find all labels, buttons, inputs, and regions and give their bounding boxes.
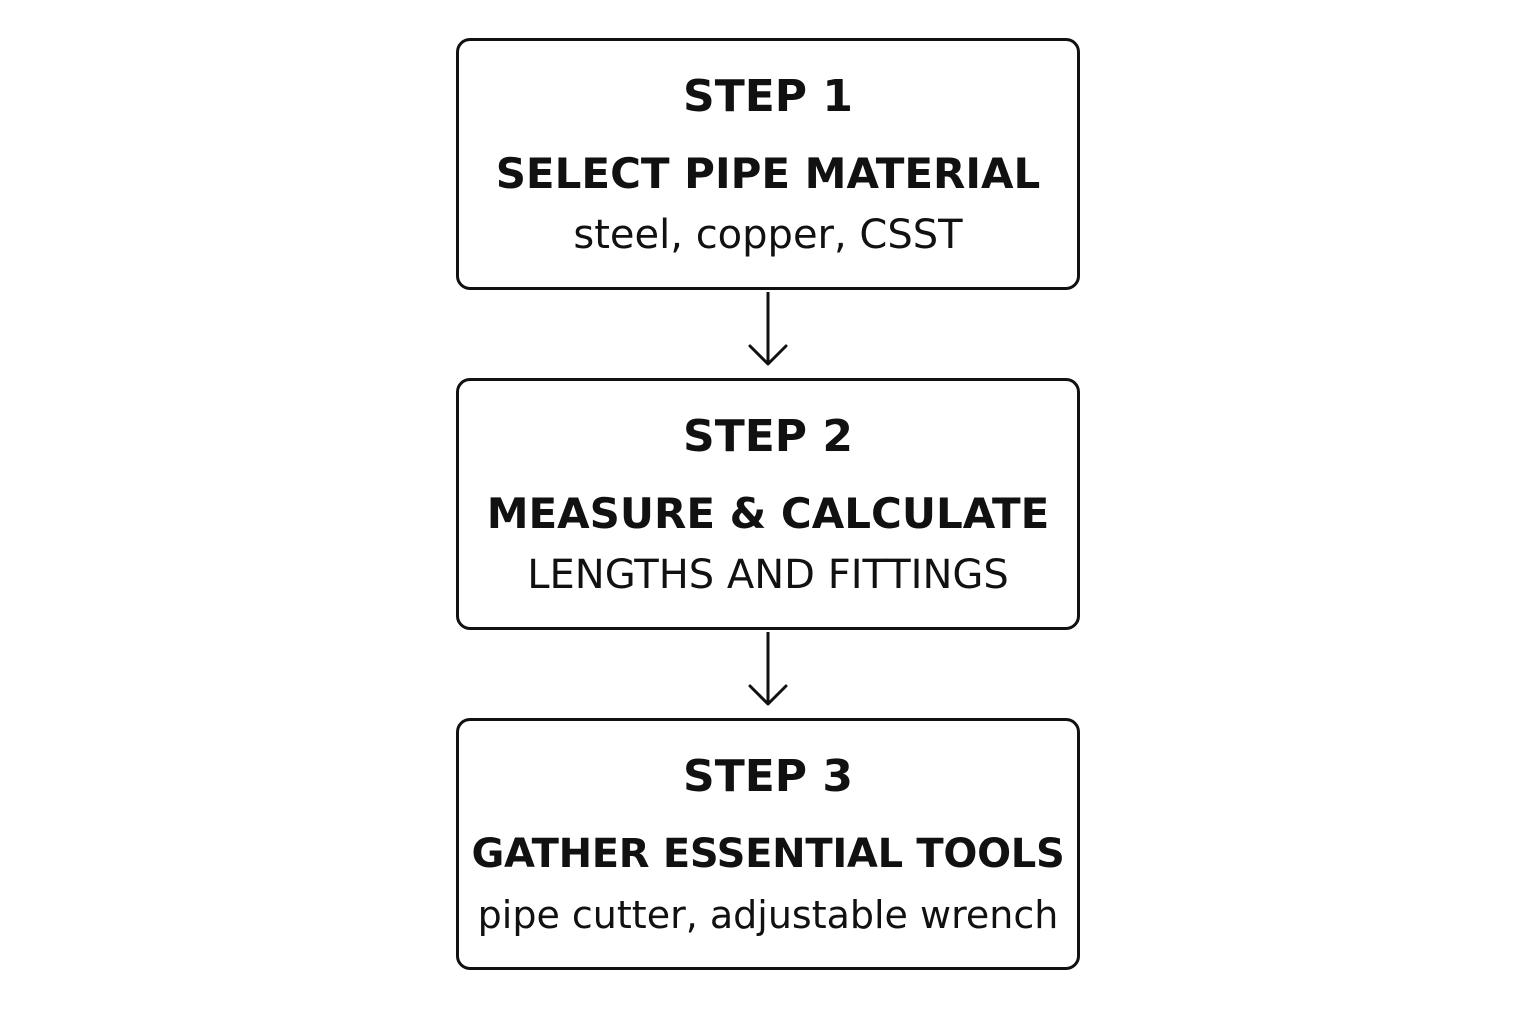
step-3-label: STEP 3 [683, 751, 853, 802]
step-3-description: pipe cutter, adjustable wrench [477, 893, 1059, 937]
step-2-description: LENGTHS AND FITTINGS [527, 552, 1009, 598]
step-1-label: STEP 1 [683, 71, 853, 122]
step-1-box: STEP 1 SELECT PIPE MATERIAL steel, coppe… [456, 38, 1080, 290]
step-1-title: SELECT PIPE MATERIAL [495, 149, 1041, 198]
arrow-down-icon [748, 632, 788, 706]
step-2-title: MEASURE & CALCULATE [486, 489, 1050, 538]
arrow-down-icon [748, 292, 788, 366]
step-2-label: STEP 2 [683, 411, 853, 462]
step-3-box: STEP 3 GATHER ESSENTIAL TOOLS pipe cutte… [456, 718, 1080, 970]
step-2-box: STEP 2 MEASURE & CALCULATE LENGTHS AND F… [456, 378, 1080, 630]
step-3-title: GATHER ESSENTIAL TOOLS [471, 831, 1065, 877]
step-1-description: steel, copper, CSST [573, 212, 963, 258]
